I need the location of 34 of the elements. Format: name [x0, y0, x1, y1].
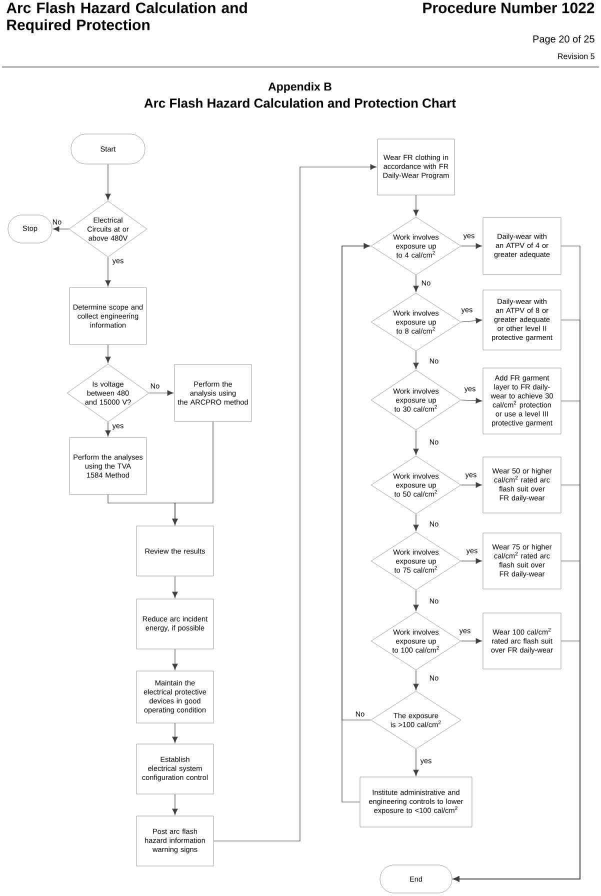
- arrow: [105, 422, 111, 437]
- arrow: [105, 256, 111, 287]
- arrow: [413, 350, 419, 369]
- arrow: [460, 243, 482, 249]
- arrow: [148, 390, 174, 396]
- arrow: [105, 164, 111, 200]
- arrow: [413, 748, 419, 776]
- arrow: [172, 794, 178, 815]
- arrow: [53, 226, 70, 232]
- arrow: [413, 194, 419, 216]
- arrow: [413, 274, 419, 292]
- arrow: [413, 514, 419, 532]
- arrow: [460, 638, 482, 644]
- arrow: [453, 640, 580, 882]
- procedure-number: Procedure Number 1022: [423, 2, 594, 14]
- page-header-title: Arc Flash Hazard Calculation and Required Protection: [6, 2, 247, 34]
- chart-title: Arc Flash Hazard Calculation and Protection Chart: [144, 98, 456, 108]
- arrow: [342, 243, 370, 802]
- arrow: [413, 430, 419, 455]
- arrow: [460, 482, 482, 488]
- revision-number: Revision 5: [558, 53, 594, 60]
- arrow: [460, 398, 482, 404]
- arrow: [460, 558, 482, 564]
- arrow: [172, 648, 178, 670]
- arrow: [413, 670, 419, 690]
- arrow: [172, 722, 178, 743]
- page-number: Page 20 of 25: [533, 35, 594, 44]
- arrow: [413, 590, 419, 611]
- arrow: [105, 344, 111, 364]
- arrow: [213, 164, 376, 842]
- arrow: [172, 576, 178, 598]
- arrow: [460, 318, 482, 324]
- arrow: [172, 421, 214, 525]
- appendix-label: Appendix B: [268, 82, 332, 93]
